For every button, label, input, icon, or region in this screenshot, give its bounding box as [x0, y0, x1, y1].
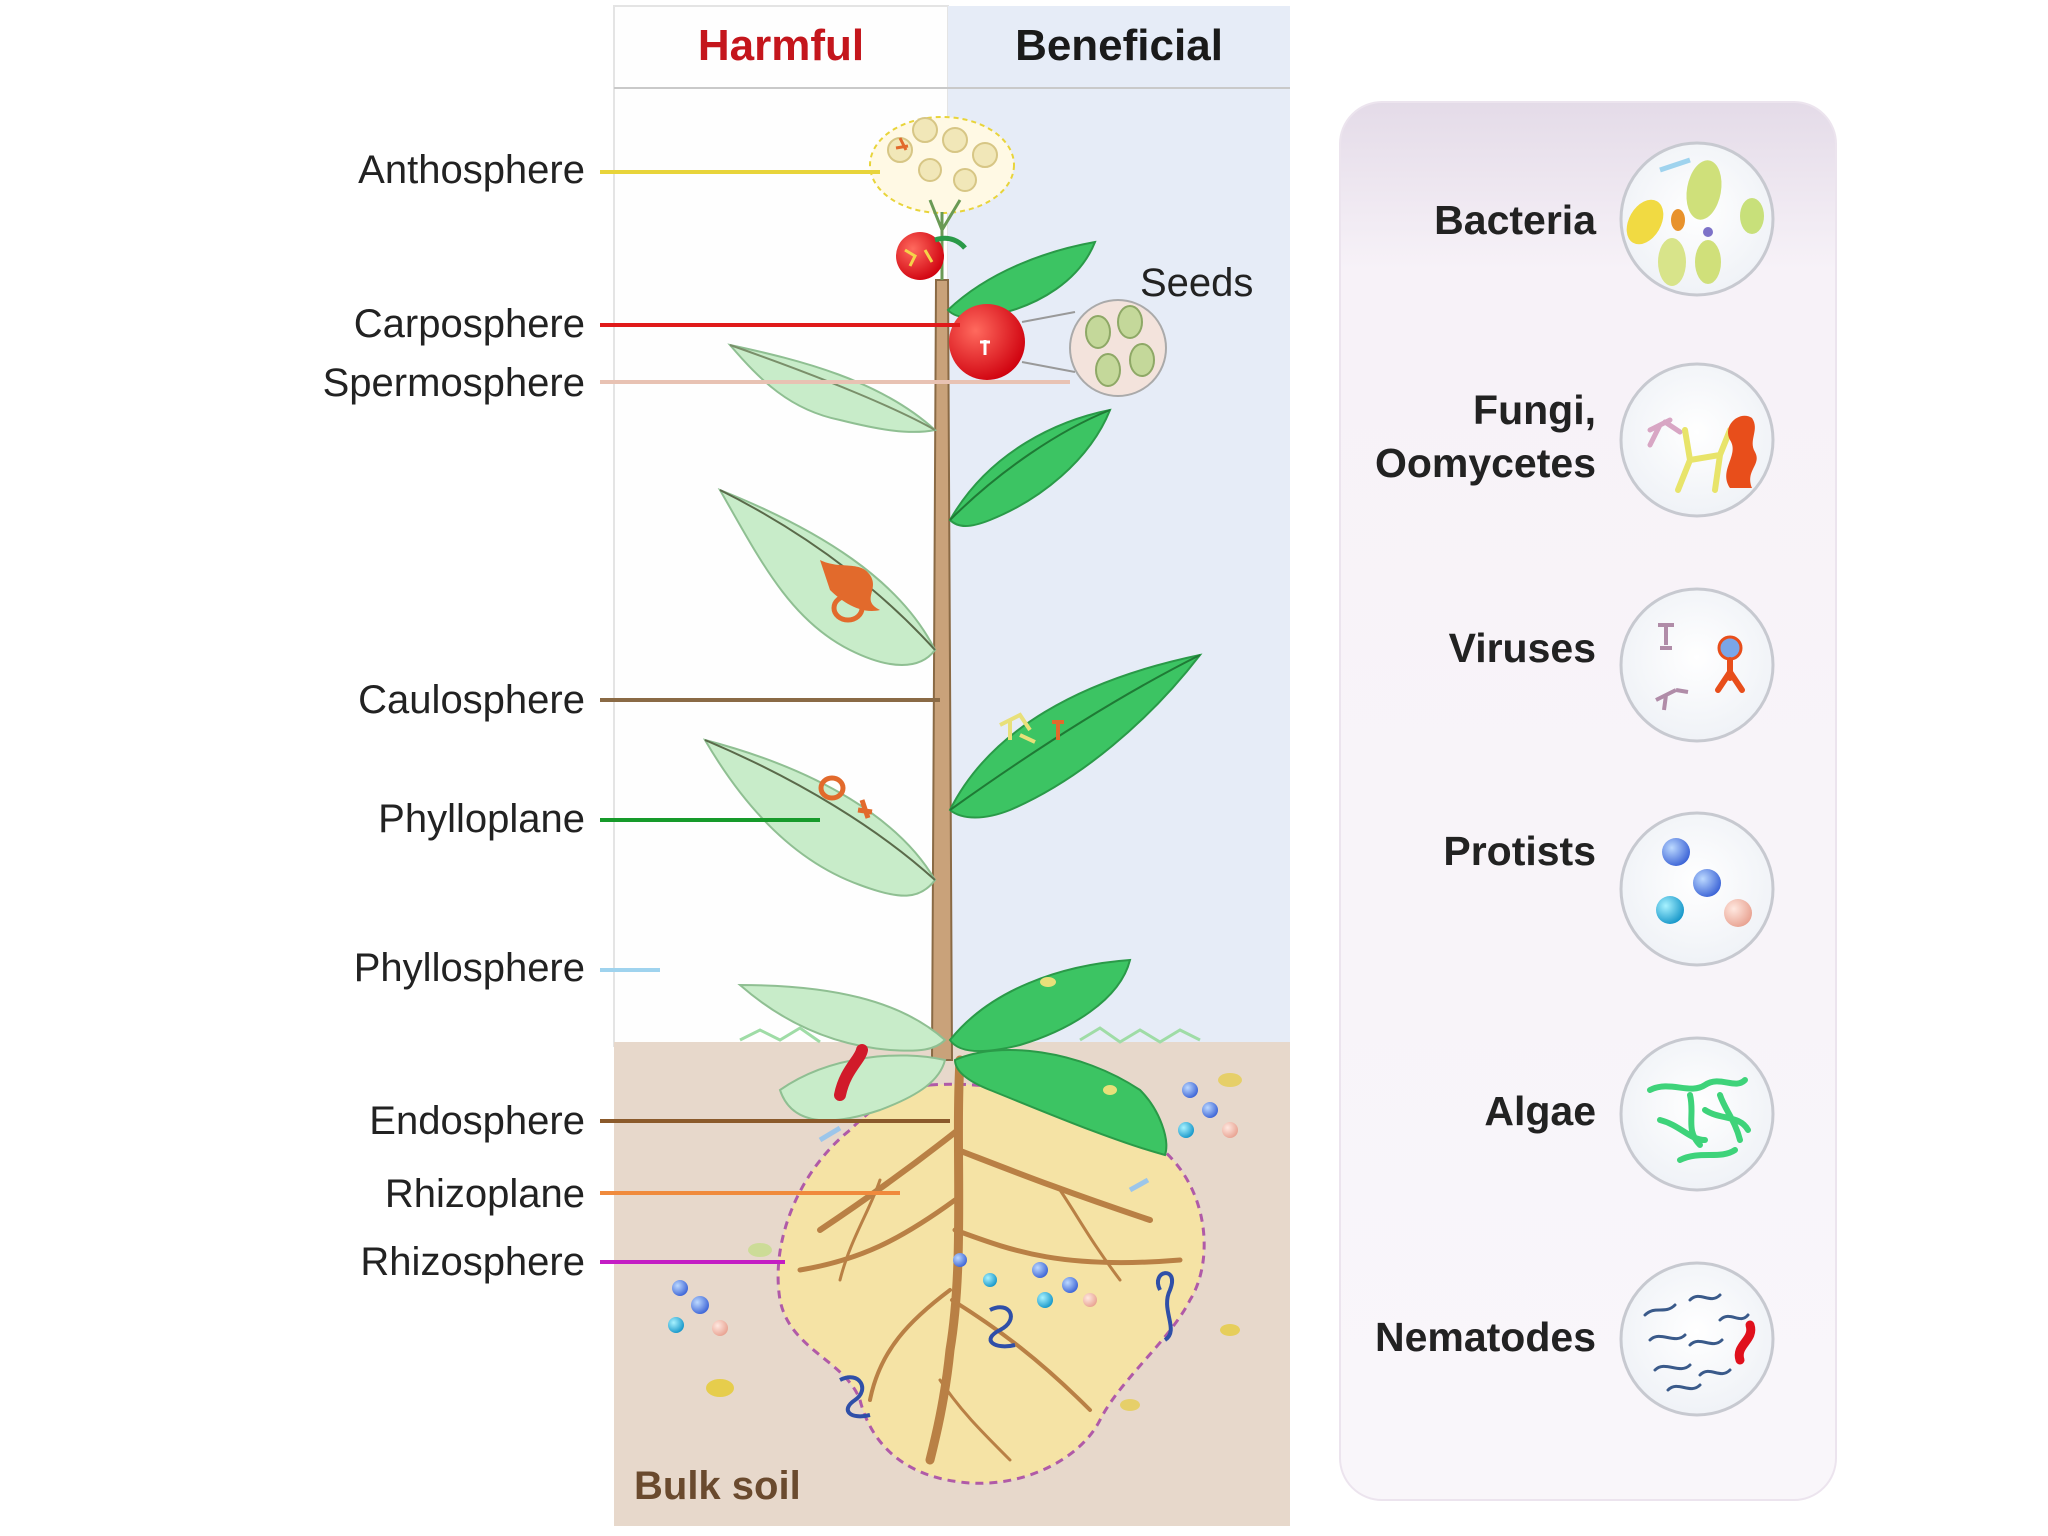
virus-icon — [1619, 587, 1775, 743]
algae-icon — [1619, 1036, 1775, 1192]
leaf-lower-left — [737, 983, 947, 1052]
soil-surface-grass — [739, 1026, 1201, 1044]
seeds-zoom — [1069, 299, 1167, 397]
harmful-column-header: Harmful — [697, 21, 865, 70]
root-system — [797, 1055, 1183, 1465]
organism-label-nematodes: Nematodes — [1374, 1314, 1596, 1360]
organism-label-algae: Algae — [1484, 1088, 1596, 1134]
soil-microbes — [668, 1073, 1242, 1419]
label-spermosphere: Spermosphere — [322, 361, 585, 405]
large-fruit — [949, 304, 1076, 380]
leaf-mid-right-1 — [948, 408, 1112, 527]
organism-label-fungi: Fungi, Oomycetes — [1374, 387, 1596, 487]
organism-panel — [1339, 101, 1837, 1501]
leaf-soil-right-2 — [953, 1049, 1168, 1157]
label-rhizoplane: Rhizoplane — [384, 1172, 585, 1216]
label-endosphere: Endosphere — [369, 1099, 585, 1143]
beneficial-column-header: Beneficial — [1015, 21, 1223, 70]
label-anthosphere: Anthosphere — [358, 148, 585, 192]
label-phyllosphere: Phyllosphere — [353, 946, 585, 990]
stem — [930, 279, 954, 1061]
flower-cluster — [869, 116, 1015, 280]
harmful-leaves — [702, 343, 947, 1122]
beneficial-leaves — [946, 240, 1203, 1157]
nematode-icon — [1619, 1261, 1775, 1417]
seeds-label: Seeds — [1140, 261, 1254, 305]
organism-label-protists: Protists — [1443, 828, 1596, 874]
organism-label-viruses: Viruses — [1448, 625, 1596, 671]
soil-region — [614, 1042, 1290, 1526]
label-phylloplane: Phylloplane — [378, 797, 585, 841]
fungi-icon — [1619, 362, 1775, 518]
small-fruit — [896, 232, 967, 280]
protist-icon — [1619, 811, 1775, 967]
leaf-mid-right-2 — [948, 653, 1203, 819]
organism-label-bacteria: Bacteria — [1434, 197, 1596, 243]
label-rhizosphere: Rhizosphere — [360, 1240, 585, 1284]
label-carposphere: Carposphere — [353, 302, 585, 346]
bulk-soil-label: Bulk soil — [634, 1464, 801, 1508]
bacteria-icon — [1619, 141, 1775, 297]
label-caulosphere: Caulosphere — [358, 678, 585, 722]
label-leader-lines — [600, 170, 1070, 1264]
organism-panel-bg — [1339, 101, 1837, 1501]
leaf-soil-left — [778, 1054, 947, 1122]
